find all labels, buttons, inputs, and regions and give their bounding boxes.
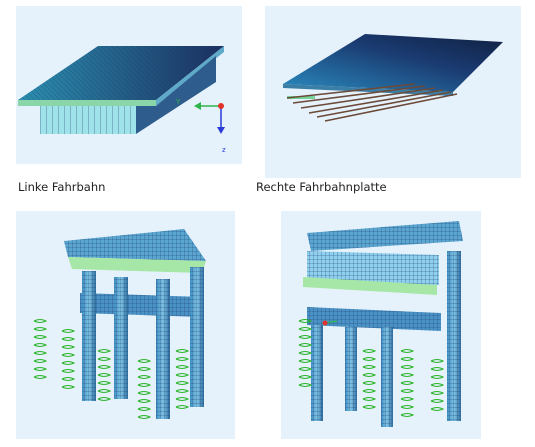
springs-right	[298, 319, 445, 417]
panel-pier-right	[281, 211, 481, 439]
axis-label-z: z	[222, 146, 226, 154]
panel-left-roadway: Y z	[16, 6, 242, 164]
axis-label-y: Y	[175, 98, 181, 106]
axis-marker	[322, 320, 338, 326]
slab-top	[283, 34, 503, 92]
columns	[82, 267, 204, 419]
panel-right-slab	[265, 6, 521, 178]
caption-right-slab: Rechte Fahrbahnplatte	[256, 180, 387, 194]
columns-right	[311, 251, 461, 427]
tendons	[286, 83, 458, 122]
caption-left-roadway: Linke Fahrbahn	[18, 180, 106, 194]
springs	[33, 319, 190, 419]
axis-triad: Y z	[175, 98, 226, 154]
panel-pier-left	[16, 211, 235, 439]
